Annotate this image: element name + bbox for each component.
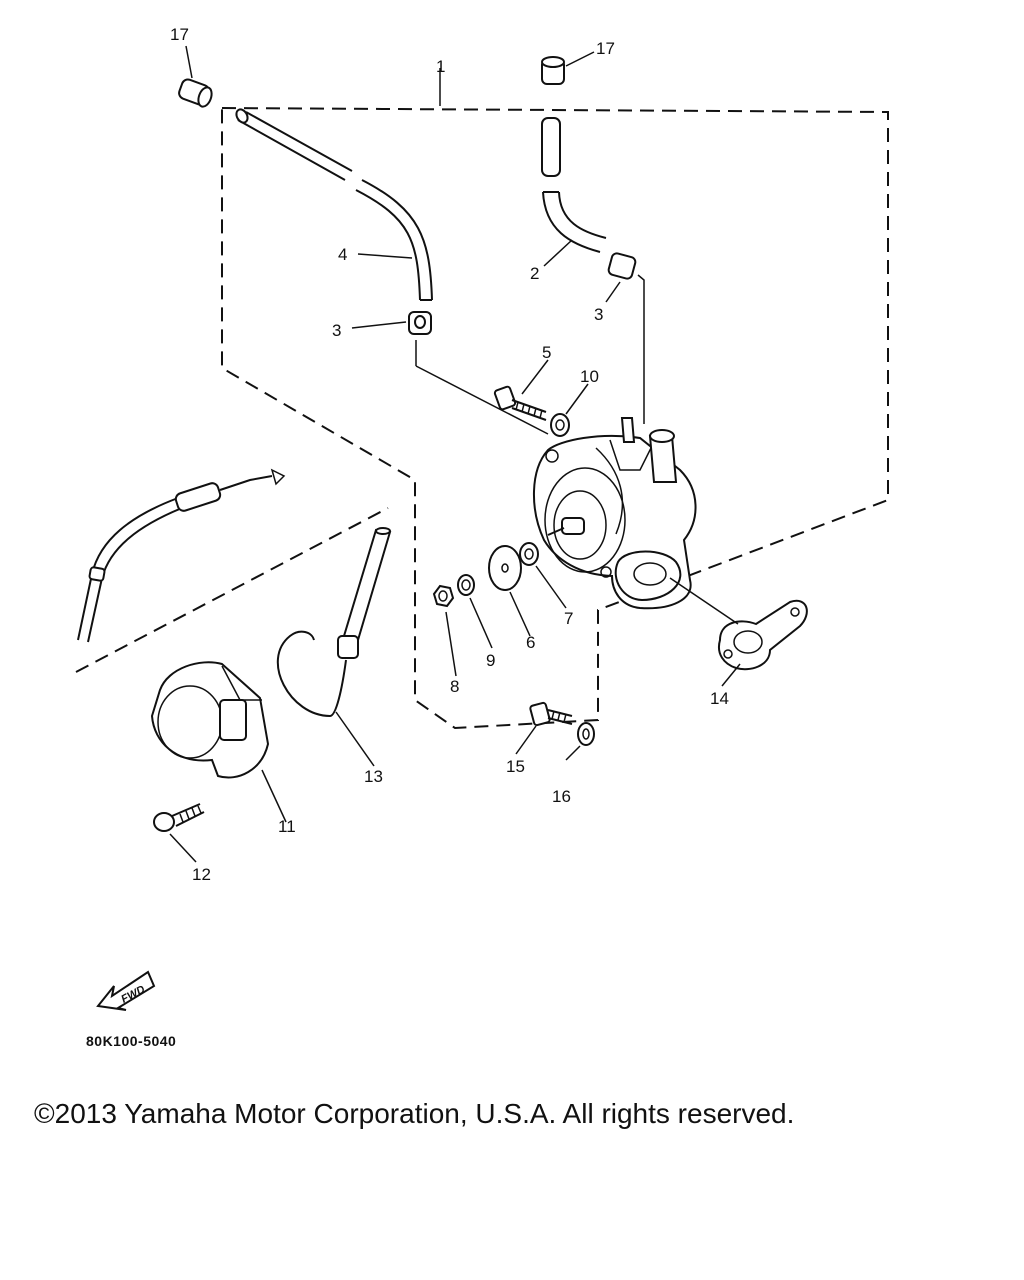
callout-17-left: 17: [170, 25, 189, 44]
part-4-hose: [235, 108, 433, 301]
part-17-fitting-right: [541, 51, 595, 85]
oil-pump-body: [532, 417, 697, 610]
part-8-nut: [432, 584, 457, 677]
part-15-bolt: [515, 701, 573, 755]
part-14-gasket: [669, 577, 808, 687]
callout-11: 11: [278, 817, 296, 836]
part-12-bolt: [153, 803, 205, 863]
part-11-cover: [150, 661, 287, 823]
part-7-washer: [519, 542, 567, 609]
fwd-arrow-icon: FWD: [96, 970, 156, 1011]
callout-13: 13: [364, 767, 383, 786]
part-10-washer: [550, 383, 589, 437]
cover-group-boundary: [75, 507, 389, 673]
part-3-clamp-right: [605, 252, 645, 424]
callout-3-left: 3: [332, 321, 341, 340]
part-13-sensor: [276, 527, 392, 767]
callout-5: 5: [542, 343, 551, 362]
part-6-diaphragm: [488, 545, 531, 637]
cable-with-connector: [77, 468, 286, 643]
callout-1: 1: [436, 57, 445, 76]
callout-17-right: 17: [596, 39, 615, 58]
callout-3-right: 3: [594, 305, 603, 324]
callout-15: 15: [506, 757, 525, 776]
callout-7: 7: [564, 609, 573, 628]
callout-14: 14: [710, 689, 729, 708]
callout-6: 6: [526, 633, 535, 652]
assembly-boundary: [221, 106, 889, 730]
diagram-code: 80K100-5040: [86, 1033, 176, 1049]
callout-9: 9: [486, 651, 495, 670]
part-9-washer: [457, 574, 493, 649]
callout-2: 2: [530, 264, 539, 283]
callout-4: 4: [338, 245, 347, 264]
part-3-clamp-left: [351, 311, 549, 435]
part-5-bolt: [493, 359, 549, 421]
callout-8: 8: [450, 677, 459, 696]
copyright-notice: ©2013 Yamaha Motor Corporation, U.S.A. A…: [34, 1098, 795, 1129]
part-2-hose: [541, 117, 607, 267]
fwd-label: FWD: [119, 983, 147, 1005]
part-16-washer: [565, 722, 595, 761]
part-17-fitting-left: [178, 45, 213, 108]
callout-10: 10: [580, 367, 599, 386]
callout-12: 12: [192, 865, 211, 884]
callout-16: 16: [552, 787, 571, 806]
